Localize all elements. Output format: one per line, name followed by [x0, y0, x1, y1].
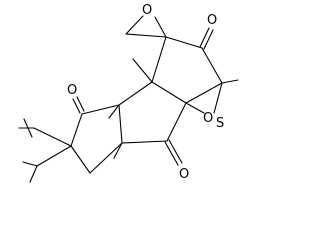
stray-text: S: [216, 116, 224, 131]
bond: [151, 81, 187, 104]
bond: [203, 29, 214, 50]
right-epoxide: [185, 82, 223, 114]
atom-label-o: O: [67, 83, 77, 98]
bond: [36, 145, 72, 167]
bond: [154, 16, 167, 38]
bond: [168, 139, 183, 164]
bond: [213, 82, 223, 114]
bond: [33, 127, 72, 147]
bond: [118, 81, 153, 106]
bond: [201, 47, 223, 84]
bond: [165, 36, 203, 49]
bond: [185, 102, 205, 114]
atom-label-o: O: [142, 3, 152, 18]
left-ring: [18, 96, 123, 183]
atom-label-o: O: [179, 167, 189, 182]
bond: [22, 161, 38, 167]
bond: [221, 79, 239, 84]
bond: [166, 102, 187, 142]
atom-label-o: O: [207, 13, 217, 28]
upper-ring: [151, 27, 239, 104]
structure-diagram: O O O O O S: [18, 3, 239, 183]
bond: [29, 165, 38, 183]
bond: [70, 145, 91, 174]
bond: [89, 142, 123, 174]
top-epoxide: [125, 15, 167, 38]
atom-label-o: O: [203, 111, 213, 126]
bond: [199, 27, 210, 48]
bond: [72, 98, 81, 114]
bond: [76, 96, 85, 112]
bond: [108, 104, 120, 119]
bond: [185, 82, 223, 104]
bond: [121, 140, 168, 144]
bond: [118, 104, 123, 144]
bond: [151, 36, 167, 83]
methyl-bond: [132, 58, 153, 83]
bond: [164, 141, 179, 166]
bond: [81, 104, 120, 115]
bond: [23, 118, 33, 138]
molecule-svg: O O O O O S: [18, 3, 239, 183]
bond: [125, 33, 167, 38]
bond: [125, 15, 144, 35]
bond: [113, 142, 123, 159]
central-ring: [108, 81, 187, 166]
bond: [70, 113, 83, 147]
